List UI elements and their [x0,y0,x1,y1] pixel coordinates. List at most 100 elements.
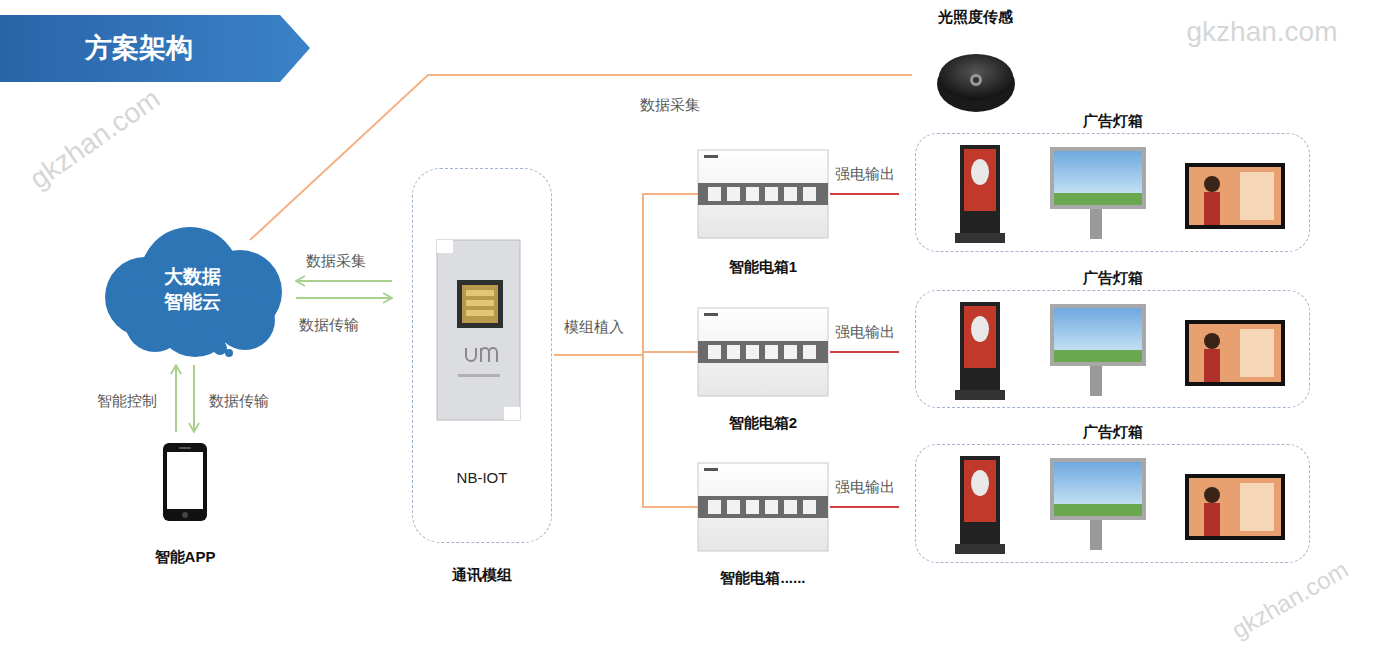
drawing-rect [960,302,1000,390]
node-text: 智能电箱...... [720,569,805,587]
edge-label: 强电输出 [833,165,897,183]
drawing-rect [1054,151,1142,205]
drawing-rect [462,285,498,323]
edge-label: 数据采集 [304,252,368,270]
drawing-rect [437,240,453,253]
nb-iot-module [437,240,520,420]
connector [193,365,195,432]
connector [296,280,392,282]
drawing-rect [1054,462,1142,516]
electric-box [698,150,828,238]
drawing-rect [698,183,828,205]
lightbox-group: 广告灯箱 [915,444,1310,563]
cloud-lobe [213,341,227,355]
node-text: 智能APP [155,548,216,566]
drawing-rect [708,345,721,359]
drawing-rect [1189,167,1281,225]
title-banner [0,15,310,82]
drawing-rect [1090,209,1102,239]
drawing-rect [1050,147,1146,209]
drawing-rect [765,345,778,359]
lightbox-group: 广告灯箱 [915,133,1310,252]
drawing-rect [698,463,828,551]
drawing-rect [1054,350,1142,362]
drawing-rect [1240,172,1274,220]
drawing-rect [765,187,778,201]
drawing-rect [964,149,996,211]
cloud-lobe [225,349,233,357]
drawing-rect [727,345,740,359]
node-text: 大数据 智能云 [156,265,230,314]
drawing-rect [1204,349,1220,382]
node-text: 智能电箱2 [729,414,797,432]
edge-label: 强电输出 [833,478,897,496]
drawing-rect [698,496,828,518]
drawing-ellipse [939,54,1013,100]
light-sensor [937,54,1015,112]
drawing-rect [708,187,721,201]
drawing-rect [698,150,828,238]
drawing-ellipse [971,316,989,342]
drawing-rect [1050,304,1146,366]
drawing-rect [1185,474,1285,540]
connector [554,355,698,507]
drawing-rect [746,187,759,201]
drawing-rect [960,456,1000,544]
drawing-circle [182,512,188,518]
watermark: gkzhan.com [1227,556,1353,645]
drawing-rect [167,452,203,509]
drawing-rect [504,407,520,420]
ad-lightbox-set [955,145,1285,243]
edge-label: 智能控制 [95,392,159,410]
drawing-rect [955,233,1005,243]
drawing-rect [784,500,797,514]
drawing-rect [803,187,816,201]
drawing-rect [1054,193,1142,205]
node-text: 光照度传感 [938,8,1013,26]
drawing-rect [1054,504,1142,516]
drawing-rect [746,500,759,514]
electric-box [698,308,828,396]
drawing-rect [466,300,494,306]
drawing-rect [955,390,1005,400]
node-text: 广告灯箱 [1083,423,1143,441]
electric-box-node: 智能电箱...... [698,463,828,595]
drawing-rect [1204,503,1220,536]
drawing-rect [1054,308,1142,362]
module-box: NB-IOT通讯模组 [412,168,552,543]
watermark: gkzhan.com [1187,16,1338,48]
drawing-circle [973,77,979,83]
drawing-rect [466,310,494,316]
drawing-rect [1090,366,1102,396]
drawing-rect [457,280,503,328]
edge-label: 数据传输 [297,316,361,334]
drawing-rect [704,155,718,158]
node-text: 通讯模组 [452,566,512,584]
drawing-path [466,348,497,362]
drawing-rect [708,500,721,514]
lightbox-group: 广告灯箱 [915,290,1310,408]
cloud-node: 大数据 智能云 [95,222,290,357]
title-text: 方案架构 [85,30,193,66]
drawing-rect [1185,320,1285,386]
drawing-circle [1204,176,1220,192]
node-text: 广告灯箱 [1083,112,1143,130]
drawing-rect [704,313,718,316]
drawing-circle [1204,333,1220,349]
drawing-rect [746,345,759,359]
connector [830,506,899,508]
electric-box-node: 智能电箱1 [698,150,828,282]
node-text: 广告灯箱 [1083,269,1143,287]
drawing-circle [1204,487,1220,503]
drawing-rect [727,187,740,201]
drawing-rect [960,145,1000,233]
drawing-rect [179,447,191,449]
drawing-rect [458,374,500,377]
drawing-rect [1240,483,1274,531]
connector [250,75,912,240]
drawing-rect [803,500,816,514]
drawing-ellipse [971,159,989,185]
drawing-rect [1050,458,1146,520]
drawing-rect [1090,520,1102,550]
drawing-rect [1240,329,1274,377]
